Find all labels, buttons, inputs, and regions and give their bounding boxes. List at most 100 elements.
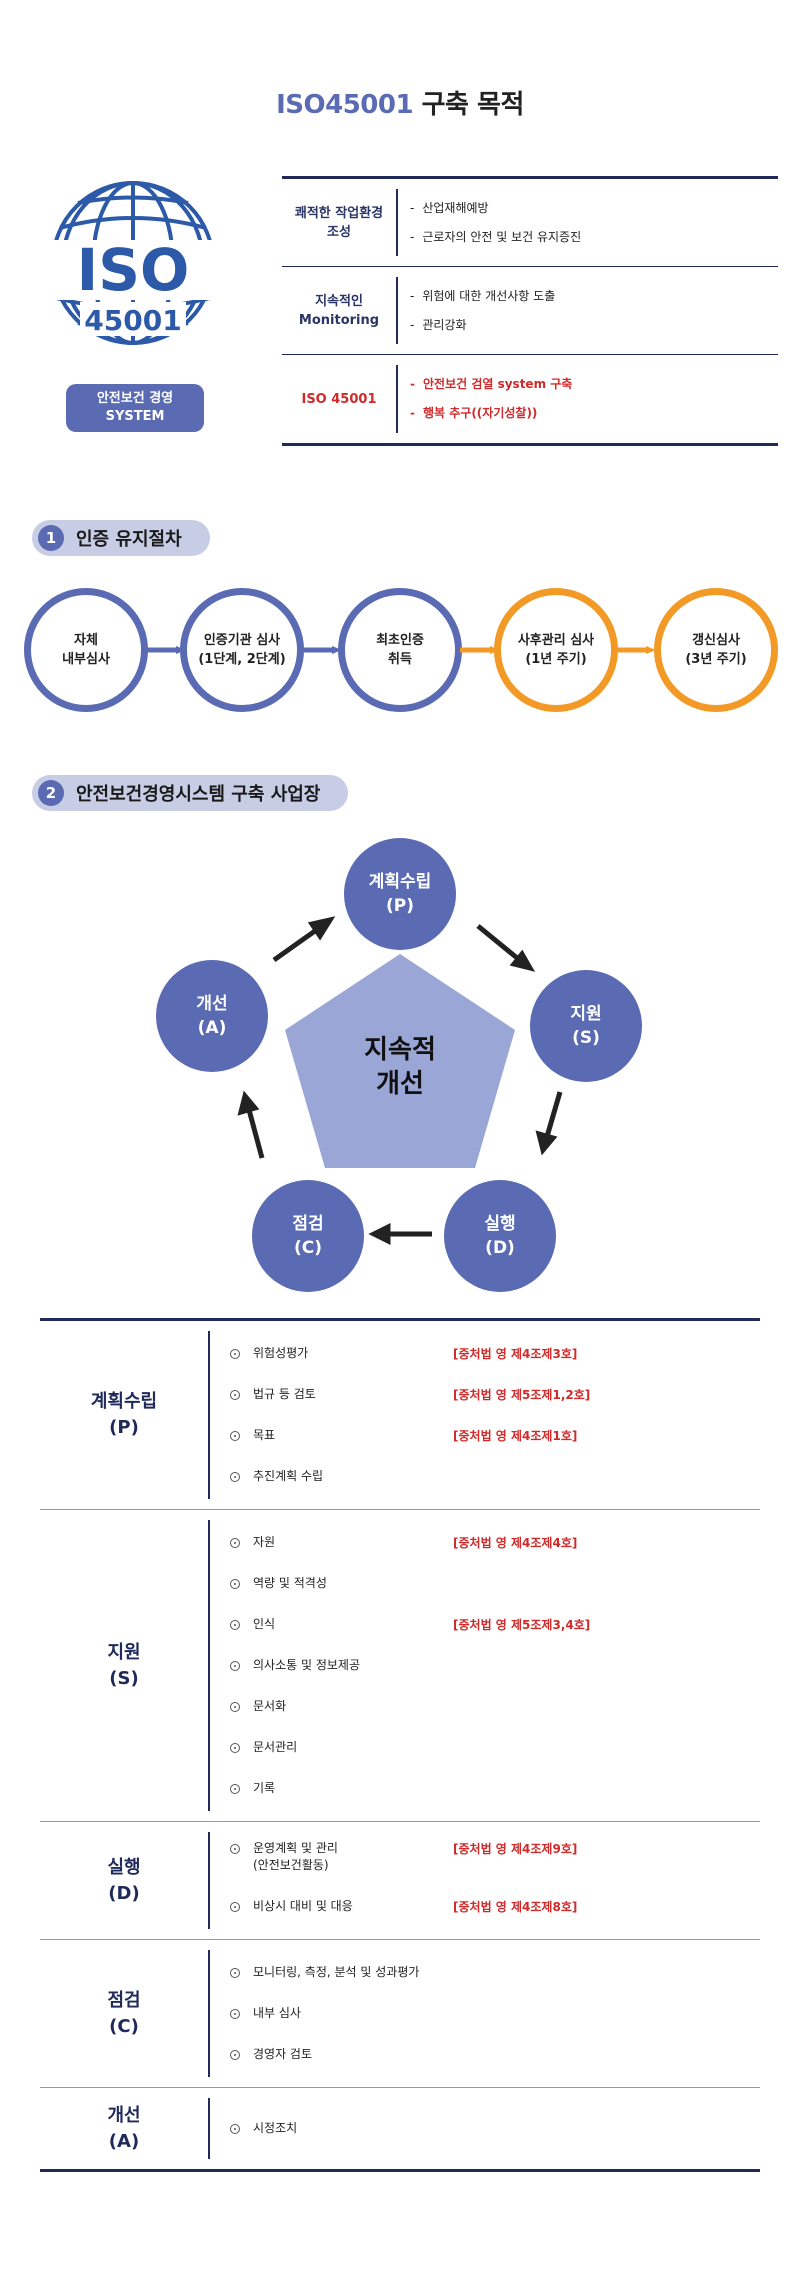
list-item: 문서화: [230, 1686, 760, 1727]
list-item: 문서관리: [230, 1727, 760, 1768]
row-label: 지원(S): [40, 1510, 208, 1821]
list-item: 목표 [중처법 영 제4조제1호]: [230, 1415, 760, 1456]
row-label-line: 점검: [107, 1989, 141, 2011]
node-line: (D): [485, 1238, 515, 1258]
arrow-act-to-plan: [272, 923, 324, 963]
list-item: 운영계획 및 관리(안전보건활동)[중처법 영 제4조제9호]: [230, 1834, 760, 1886]
node-line: (C): [293, 1238, 322, 1258]
table-row-plan: 계획수립(P) 위험성평가[중처법 영 제4조제3호] 법규 등 검토[중처법 …: [40, 1321, 760, 1510]
bullet-icon: [230, 1619, 240, 1630]
list-item: 비상시 대비 및 대응 [중처법 영 제4조제8호]: [230, 1886, 760, 1927]
pdca-cycle-diagram: 지속적 개선 계획수립(P) 지원(S) 실행(D) 점검(C) 개선(A): [0, 838, 800, 1298]
bullet-icon: [230, 1660, 240, 1671]
management-system-badge: 안전보건 경영 SYSTEM: [66, 384, 204, 432]
step-line: 취득: [388, 652, 412, 667]
law-reference: [중처법 영 제4조제8호]: [453, 1900, 578, 1914]
item-text: 인식: [253, 1617, 276, 1631]
law-reference: [중처법 영 제4조제1호]: [453, 1429, 578, 1443]
purpose-item: -안전보건 검열 system 구축: [410, 370, 778, 399]
purpose-row-items: -위험에 대한 개선사항 도출 -관리강화: [396, 267, 778, 354]
row-label: 실행(D): [40, 1822, 208, 1939]
purpose-row-label: 지속적인 Monitoring: [282, 267, 396, 354]
row-items: 모니터링, 측정, 분석 및 성과평가 내부 심사 경영자 검토: [208, 1940, 760, 2087]
item-text: 문서관리: [253, 1740, 298, 1754]
row-items: 시정조치: [208, 2088, 760, 2169]
item-text: 모니터링, 측정, 분석 및 성과평가: [253, 1965, 420, 1979]
label-line: 지속적인: [315, 293, 363, 309]
arrow-check-to-act: [245, 1105, 265, 1159]
purpose-item-text: 위험에 대한 개선사항 도출: [422, 288, 556, 303]
dash: -: [410, 288, 415, 303]
bullet-icon: [230, 1537, 240, 1548]
divider: [208, 1331, 210, 1499]
table-row-check: 점검 (C) 모니터링, 측정, 분석 및 성과평가 내부 심사 경영자 검토: [40, 1940, 760, 2088]
node-line: 실행: [484, 1214, 516, 1234]
bullet-icon: [230, 1783, 240, 1794]
section-title: 인증 유지절차: [76, 529, 182, 550]
title-accent: ISO45001: [276, 90, 414, 120]
item-text-line: 운영계획 및 관리: [253, 1841, 338, 1855]
item-text: 비상시 대비 및 대응: [253, 1899, 353, 1913]
purpose-item-text: 근로자의 안전 및 보건 유지증진: [422, 229, 582, 244]
node-line: (S): [572, 1028, 600, 1048]
section-header-system: 2 안전보건경영시스템 구축 사업장: [32, 775, 349, 811]
dash: -: [410, 200, 415, 215]
row-label-line: (C): [109, 2015, 139, 2037]
purpose-row: ISO 45001 -안전보건 검열 system 구축 -행복 추구((자기성…: [282, 355, 778, 443]
step-line: 내부심사: [62, 652, 110, 667]
list-item: 위험성평가[중처법 영 제4조제3호]: [230, 1333, 760, 1374]
divider: [396, 189, 398, 256]
cycle-node-plan: 계획수립(P): [344, 838, 456, 950]
bullet-icon: [230, 1742, 240, 1753]
continuous-improvement-label: 지속적 개선: [330, 1033, 470, 1101]
bullet-icon: [230, 1348, 240, 1359]
row-label-line: (P): [109, 1417, 139, 1438]
node-line: (A): [197, 1018, 227, 1038]
iso-globe-logo: ISO 45001: [48, 181, 218, 345]
row-label-line: (S): [109, 1667, 139, 1689]
item-text: 목표: [253, 1428, 276, 1442]
purpose-item-text: 행복 추구((자기성찰)): [422, 406, 538, 420]
item-text: 위험성평가: [253, 1346, 309, 1360]
table-row-act: 개선(A) 시정조치: [40, 2088, 760, 2169]
node-line: 점검: [292, 1214, 324, 1234]
purpose-row: 지속적인 Monitoring -위험에 대한 개선사항 도출 -관리강화: [282, 267, 778, 355]
list-item: 역량 및 적격성: [230, 1563, 760, 1604]
list-item: 시정조치: [230, 2108, 760, 2149]
row-label-line: 실행: [107, 1856, 141, 1878]
process-step-cert-audit: 인증기관 심사 (1단계, 2단계): [180, 588, 304, 712]
arrow-support-to-do: [543, 1091, 563, 1141]
section-number: 1: [38, 525, 64, 551]
table-row-do: 실행(D) 운영계획 및 관리(안전보건활동)[중처법 영 제4조제9호] 비상…: [40, 1822, 760, 1940]
list-item: 내부 심사: [230, 1993, 760, 2034]
purpose-item: -관리강화: [410, 311, 778, 340]
label-line: Monitoring: [298, 312, 380, 328]
row-items: 자원[중처법 영 제4조제4호] 역량 및 적격성 인식[중처법 영 제5조제3…: [208, 1510, 760, 1821]
item-text: 문서화: [253, 1699, 287, 1713]
cycle-node-support: 지원(S): [530, 970, 642, 1082]
purpose-item: -산업재해예방: [410, 194, 778, 223]
bullet-icon: [230, 2049, 240, 2060]
step-line: 인증기관 심사: [203, 633, 281, 648]
bullet-icon: [230, 1701, 240, 1712]
list-item: 법규 등 검토[중처법 영 제5조제1,2호]: [230, 1374, 760, 1415]
purpose-item: -행복 추구((자기성찰)): [410, 399, 778, 428]
bullet-icon: [230, 1901, 240, 1912]
page-title: ISO45001 구축 목적: [0, 84, 800, 121]
bullet-icon: [230, 1471, 240, 1482]
purpose-item: -위험에 대한 개선사항 도출: [410, 282, 778, 311]
cycle-node-check: 점검 (C): [252, 1180, 364, 1292]
step-line: (1단계, 2단계): [198, 652, 286, 667]
bullet-icon: [230, 1844, 240, 1854]
process-step-renewal: 갱신심사(3년 주기): [654, 588, 778, 712]
item-text: 법규 등 검토: [253, 1387, 316, 1401]
item-text: 기록: [253, 1781, 276, 1795]
dash: -: [410, 406, 415, 420]
item-text: 역량 및 적격성: [253, 1576, 327, 1590]
section-header-certification: 1 인증 유지절차: [32, 520, 210, 556]
